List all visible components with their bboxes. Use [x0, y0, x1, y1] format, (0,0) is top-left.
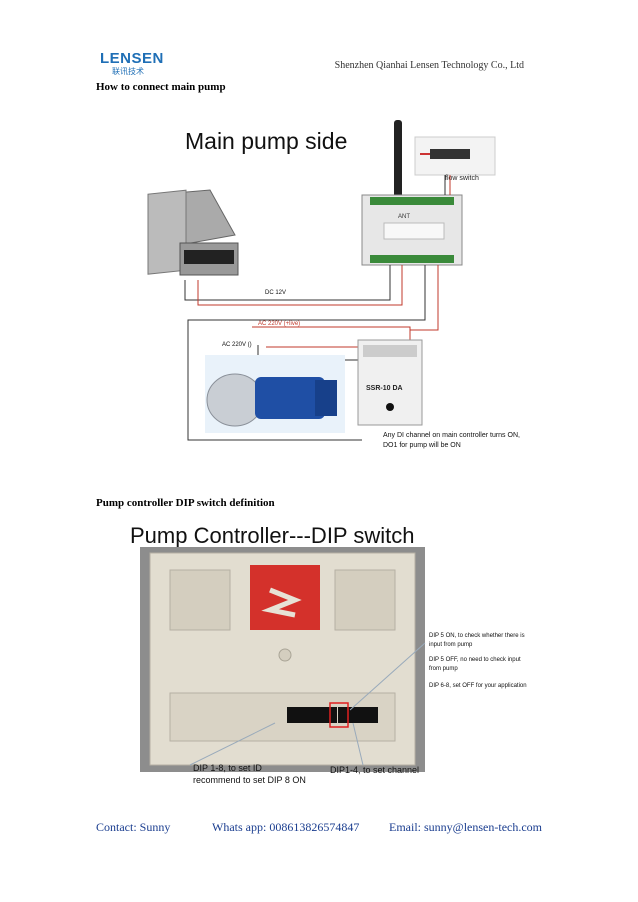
pump-image [205, 355, 345, 433]
main-controller-image: ANT [361, 194, 463, 266]
dip5-on-line-1: DIP 5 ON, to check whether there is [429, 633, 525, 639]
dip1-4-note: DIP1-4, to set channel [330, 765, 419, 775]
dip5-off-line-1: DIP 5 OFF, no need to check input [429, 657, 521, 663]
logo-text: LENSEN [100, 50, 164, 67]
dip5-on-line-2: input from pump [429, 642, 473, 648]
dip1-8-line-2: recommend to set DIP 8 ON [193, 775, 306, 785]
ssr-model-label: SSR-10 DA [366, 385, 403, 392]
dc-12v-label: DC 12V [265, 290, 286, 296]
dip-switch-bank-2 [338, 707, 378, 723]
dip-diagram-title: Pump Controller---DIP switch [130, 523, 414, 548]
section-heading-main-pump: How to connect main pump [96, 81, 226, 93]
antenna-port-label: ANT [398, 214, 410, 220]
antenna-icon [394, 120, 402, 202]
company-name: Shenzhen Qianhai Lensen Technology Co., … [334, 60, 524, 71]
dip1-8-line-1: DIP 1-8, to set ID [193, 763, 262, 773]
logo-subtext: 联讯技术 [112, 67, 144, 76]
main-pump-wiring-diagram: Main pump side flow switch ANT DC 12V AC… [147, 120, 520, 449]
dip6-8-note: DIP 6-8, set OFF for your application [429, 683, 527, 689]
pump-controller-photo [140, 547, 425, 772]
note-line-1: Any DI channel on main controller turns … [383, 432, 520, 439]
ac-220v-label: AC 220V () [222, 342, 252, 348]
note-line-2: DO1 for pump will be ON [383, 442, 461, 449]
diagram-title: Main pump side [185, 128, 347, 154]
dip-switch-diagram: Pump Controller---DIP switch DIP 5 ON, t… [130, 523, 527, 785]
section-heading-dip-switch: Pump controller DIP switch definition [96, 497, 275, 509]
footer-whatsapp: Whats app: 008613826574847 [212, 820, 360, 834]
dip5-off-line-2: from pump [429, 666, 458, 672]
footer-email: Email: sunny@lensen-tech.com [389, 820, 543, 834]
power-supply-image [147, 189, 239, 276]
ac-220v-live-label: AC 220V (+live) [258, 321, 300, 327]
ssr-relay-image: SSR-10 DA [357, 339, 423, 426]
company-logo: LENSEN 联讯技术 [96, 48, 163, 78]
dip-switch-bank-1 [287, 707, 337, 723]
footer-contact: Contact: Sunny [96, 820, 171, 834]
flow-switch-label: flow switch [445, 175, 479, 182]
